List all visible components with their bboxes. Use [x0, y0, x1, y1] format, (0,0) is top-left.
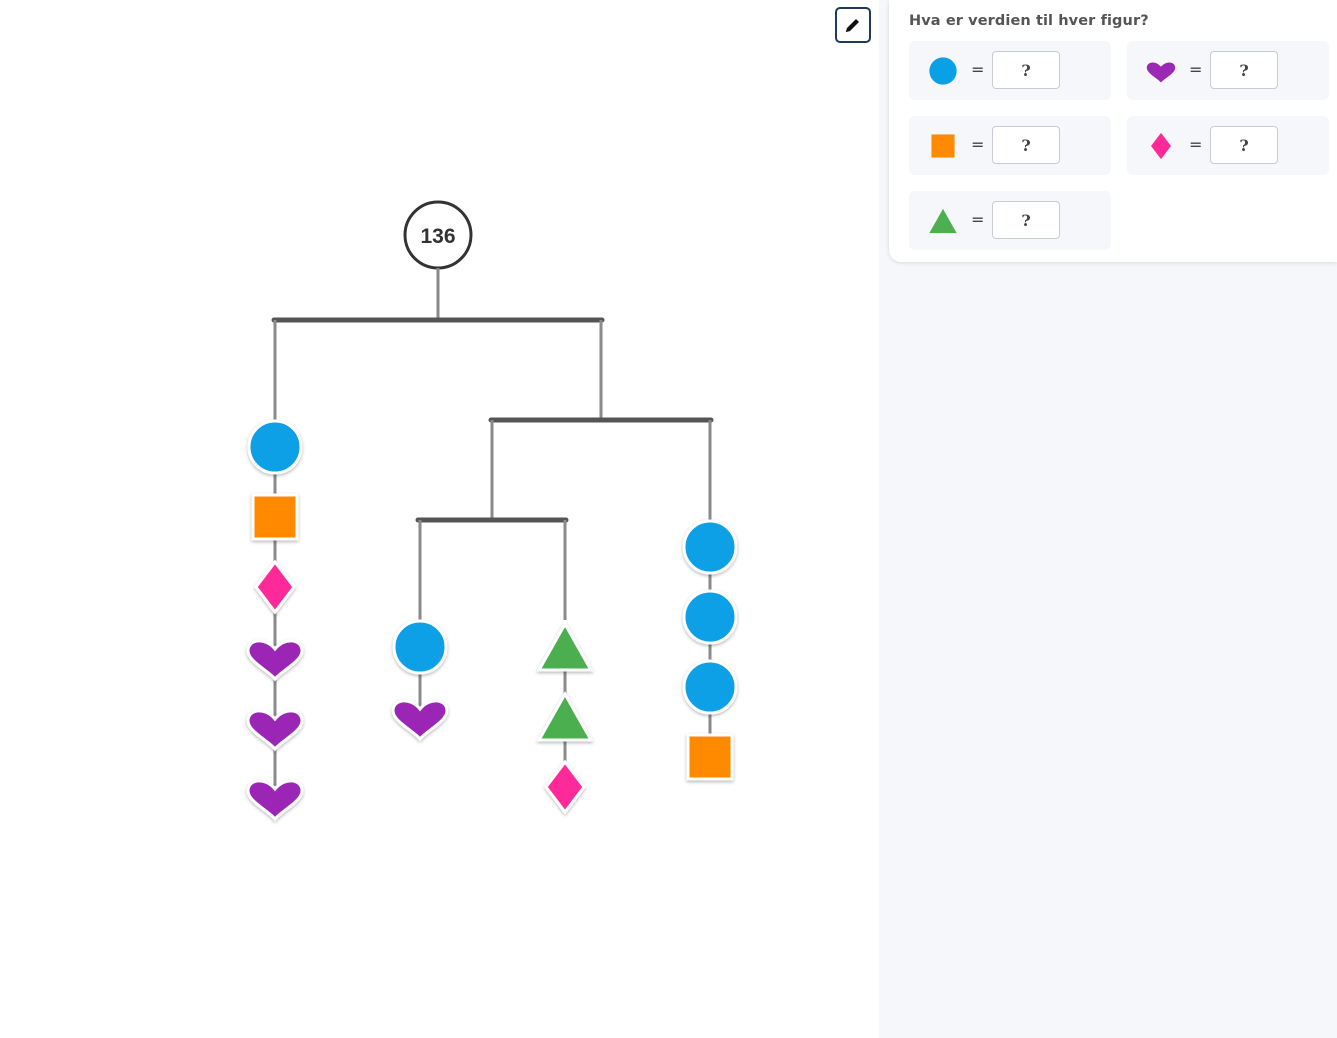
diamond-shape — [544, 759, 586, 815]
question-title: Hva er verdien til hver figur? — [909, 13, 1149, 29]
right-chain — [682, 519, 738, 781]
equals-sign: = — [971, 210, 985, 229]
circle-icon — [929, 57, 957, 85]
diamond-shape — [1151, 132, 1171, 160]
heart-shape — [246, 709, 304, 752]
circle-shape — [682, 659, 738, 715]
triangle-icon — [929, 208, 957, 234]
pencil-icon — [846, 19, 859, 32]
triangle-shape — [536, 620, 594, 672]
square-shape — [686, 733, 734, 781]
diamond-shape — [254, 559, 296, 615]
equals-sign: = — [971, 135, 985, 154]
heart-shape — [246, 639, 304, 682]
inner-left-chain — [391, 619, 449, 742]
mobile-canvas: 136 — [246, 7, 871, 822]
square-icon — [931, 134, 955, 158]
answer-row-square: =? — [909, 116, 1111, 175]
equals-sign: = — [971, 60, 985, 79]
equals-sign: = — [1189, 60, 1203, 79]
triangle-shape — [929, 208, 957, 234]
triangle-shape — [536, 690, 594, 742]
question-card: Hva er verdien til hver figur? =?=?=?=?=… — [889, 0, 1337, 262]
side-panel: Hva er verdien til hver figur? =?=?=?=?=… — [879, 0, 1337, 1038]
heart-icon — [1146, 62, 1176, 83]
heart-shape — [391, 699, 449, 742]
circle-shape — [682, 519, 738, 575]
square-shape — [251, 493, 299, 541]
inner-middle-chain — [536, 620, 594, 815]
heart-answer-input[interactable]: ? — [1210, 51, 1278, 89]
heart-shape — [246, 779, 304, 822]
triangle-answer-input[interactable]: ? — [992, 201, 1060, 239]
circle-shape — [682, 589, 738, 645]
edit-button[interactable] — [835, 7, 871, 43]
square-answer-input[interactable]: ? — [992, 126, 1060, 164]
answer-row-triangle: =? — [909, 191, 1111, 250]
left-chain — [246, 419, 304, 822]
circle-shape — [392, 619, 448, 675]
answer-row-circle: =? — [909, 41, 1111, 100]
answer-row-diamond: =? — [1127, 116, 1329, 175]
heart-shape — [1146, 62, 1176, 83]
circle-shape — [929, 57, 957, 85]
circle-answer-input[interactable]: ? — [992, 51, 1060, 89]
total-node: 136 — [403, 200, 473, 270]
square-shape — [931, 134, 955, 158]
diamond-icon — [1151, 132, 1171, 160]
hanging-mobile: 136 — [246, 200, 738, 822]
total-value: 136 — [420, 225, 455, 248]
diamond-answer-input[interactable]: ? — [1210, 126, 1278, 164]
answer-row-heart: =? — [1127, 41, 1329, 100]
equals-sign: = — [1189, 135, 1203, 154]
circle-shape — [247, 419, 303, 475]
